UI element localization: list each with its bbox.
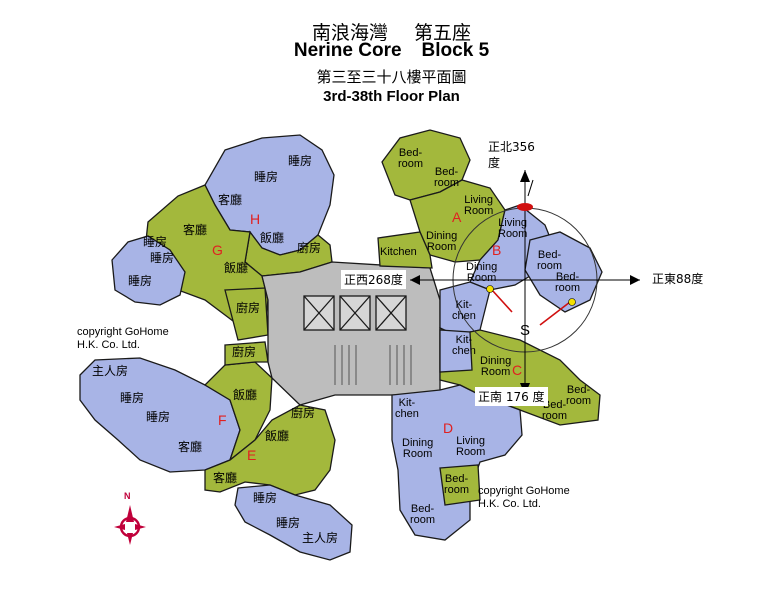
unit-label-d: D [443,420,454,436]
room-g-bedroom-3: 睡房 [128,274,153,288]
unit-a-kitchen [377,231,433,269]
room-f-dining: 飯廳 [233,388,258,402]
room-a-kitchen: Kitchen [380,246,417,258]
east-label: 正東88度 [652,272,704,286]
unit-label-g: G [212,242,223,258]
room-c-bedroom-2: Bed-room [542,399,568,422]
floor-title-zh: 第三至三十八樓平面圖 [316,68,467,86]
room-h-bedroom-1: 睡房 [288,154,313,168]
room-d-bedroom-2: Bed-room [410,503,436,526]
north-degree-label: 度 [488,156,501,170]
room-c-kitchen: Kit-chen [452,334,476,357]
unit-e-bedrooms [234,484,353,561]
unit-label-a: A [452,209,462,225]
lift-shafts [303,295,407,331]
room-d-bedroom-1: Bed-room [444,473,470,496]
orientation-circle [410,170,640,395]
room-h-living: 客廳 [218,193,243,207]
room-g-dining: 飯廳 [224,261,249,275]
unit-f-dining [224,341,269,366]
room-d-kitchen: Kit-chen [395,397,419,420]
unit-e-area [204,404,336,496]
room-f-master-bedroom: 主人房 [92,364,129,378]
unit-label-e: E [247,447,257,463]
south-mark: S [520,322,531,339]
stairs [334,345,412,385]
room-f-bedroom-1: 睡房 [120,391,145,405]
room-b-bedroom-1: Bed-room [537,249,563,272]
room-h-bedroom-2: 睡房 [254,170,279,184]
unit-label-b: B [492,242,502,258]
room-g-bedroom-1: 睡房 [143,235,168,249]
room-e-kitchen: 廚房 [291,406,316,420]
block-name-zh: 第五座 [414,22,472,44]
room-e-living: 客廳 [213,471,238,485]
room-g-bedroom-2: 睡房 [150,251,175,265]
room-b-kitchen: Kit-chen [452,299,476,322]
unit-label-c: C [512,362,523,378]
unit-g-bedrooms [111,235,186,306]
unit-label-f: F [218,412,227,428]
room-g-living: 客廳 [183,223,208,237]
room-c-bedroom-1: Bed-room [566,384,592,407]
room-f-living: 客廳 [178,440,203,454]
south-label: 正南 176 度 [475,387,548,406]
estate-name-en: Nerine Core [293,40,402,61]
title-english: Nerine Core Block 5 [0,40,783,62]
unit-a-bedrooms [381,129,471,201]
room-a-bedroom-1: Bed-room [398,147,424,170]
room-f-bedroom-2: 睡房 [146,410,171,424]
room-a-bedroom-2: Bed-room [434,166,460,189]
room-e-dining: 飯廳 [265,429,290,443]
compass-rose-icon [114,505,146,545]
room-h-dining: 飯廳 [260,231,285,245]
west-label: 正西268度 [341,270,406,289]
compass-n-label: N [124,491,131,501]
room-e-bedroom-2: 睡房 [276,516,301,530]
block-name-en: Block 5 [421,40,490,61]
room-e-bedroom-1: 睡房 [253,491,278,505]
north-label: 正北356 [488,140,535,154]
room-f-kitchen: 廚房 [232,345,257,359]
unit-b-bedrooms [524,231,603,313]
estate-name-zh: 南浪海灣 [311,22,388,44]
room-h-kitchen: 廚房 [297,241,322,255]
unit-d-bedroom-right [439,464,481,506]
unit-label-h: H [250,211,261,227]
floor-title-en: 3rd-38th Floor Plan [323,88,460,105]
room-e-master-bedroom: 主人房 [302,531,339,545]
room-g-kitchen: 廚房 [236,301,261,315]
unit-c-kitchen [439,329,473,373]
room-b-bedroom-2: Bed-room [555,271,581,294]
title-chinese: 南浪海灣 第五座 [0,18,783,45]
